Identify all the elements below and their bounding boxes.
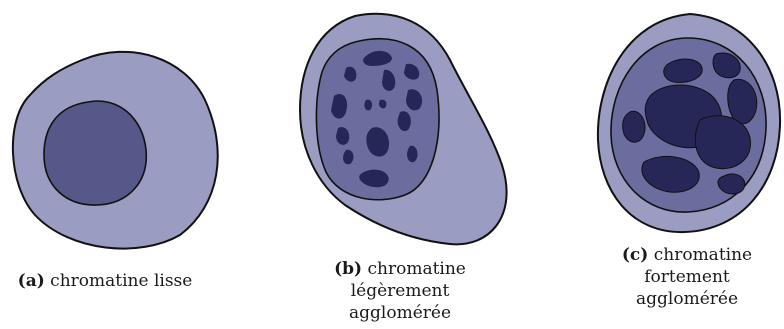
cell-a-nucleus bbox=[44, 101, 146, 205]
caption-c-text-2: fortement bbox=[590, 266, 784, 288]
caption-b-text-2: légèrement bbox=[300, 280, 500, 302]
cell-a bbox=[13, 52, 218, 249]
cell-b bbox=[300, 14, 507, 244]
caption-a-tag: (a) bbox=[18, 271, 45, 291]
caption-b: (b) chromatine légèrement agglomérée bbox=[300, 258, 500, 324]
caption-c-line1: (c) chromatine bbox=[590, 244, 784, 266]
caption-c-tag: (c) bbox=[622, 245, 648, 265]
cell-c bbox=[598, 14, 780, 232]
caption-a-text: chromatine lisse bbox=[50, 271, 192, 291]
caption-b-line1: (b) chromatine bbox=[300, 258, 500, 280]
caption-c-text-3: agglomérée bbox=[590, 288, 784, 310]
caption-b-text-1: chromatine bbox=[368, 259, 466, 279]
caption-b-tag: (b) bbox=[334, 259, 362, 279]
caption-c-text-1: chromatine bbox=[654, 245, 752, 265]
caption-c: (c) chromatine fortement agglomérée bbox=[590, 244, 784, 310]
caption-a: (a) chromatine lisse bbox=[0, 270, 210, 292]
caption-b-text-3: agglomérée bbox=[300, 302, 500, 324]
